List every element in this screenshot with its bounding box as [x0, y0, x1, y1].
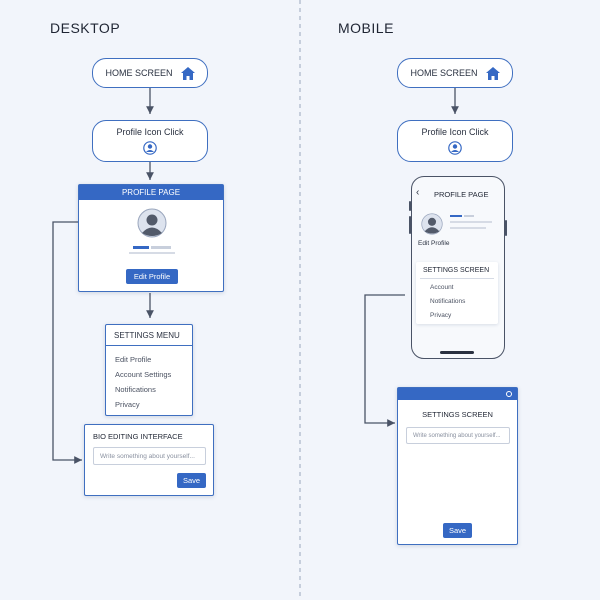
desktop-bio-editing-card: BIO EDITING INTERFACE Write something ab… — [84, 424, 214, 496]
mobile-home-screen-node[interactable]: HOME SCREEN — [397, 58, 513, 88]
name-line-secondary — [151, 246, 171, 249]
phone-profile-title: PROFILE PAGE — [434, 190, 489, 199]
name-line — [133, 246, 149, 249]
user-icon — [448, 141, 462, 155]
phone-menu-item-notifications[interactable]: Notifications — [430, 298, 466, 305]
home-icon — [180, 66, 195, 80]
menu-item-privacy[interactable]: Privacy — [115, 400, 140, 409]
settings-screen-title: SETTINGS SCREEN — [422, 410, 493, 419]
mobile-settings-screen-card: SETTINGS SCREEN Write something about yo… — [397, 387, 518, 545]
phone-name-line — [450, 215, 462, 217]
phone-home-indicator — [440, 351, 474, 354]
phone-side-button — [409, 216, 411, 234]
mobile-home-label: HOME SCREEN — [410, 68, 478, 78]
close-circle-icon[interactable] — [506, 391, 512, 397]
phone-bio-line — [450, 221, 492, 223]
bio-line — [129, 252, 175, 254]
settings-menu-divider — [106, 345, 192, 346]
phone-settings-divider — [420, 278, 494, 279]
phone-settings-title: SETTINGS SCREEN — [423, 267, 490, 274]
desktop-settings-menu-card: SETTINGS MENU Edit Profile Account Setti… — [105, 324, 193, 416]
phone-side-button — [409, 201, 411, 211]
mobile-heading: MOBILE — [338, 20, 394, 36]
settings-screen-save-button[interactable]: Save — [443, 523, 472, 538]
back-chevron-icon[interactable]: ‹ — [416, 187, 420, 198]
desktop-home-screen-node[interactable]: HOME SCREEN — [92, 58, 208, 88]
profile-click-label: Profile Icon Click — [116, 127, 184, 137]
menu-item-edit-profile[interactable]: Edit Profile — [115, 355, 152, 364]
bio-editing-title: BIO EDITING INTERFACE — [93, 432, 183, 441]
desktop-profile-click-node[interactable]: Profile Icon Click — [92, 120, 208, 162]
bio-save-button[interactable]: Save — [177, 473, 206, 488]
desktop-profile-page-card: PROFILE PAGE Edit Profile — [78, 184, 224, 292]
mobile-profile-click-label: Profile Icon Click — [421, 127, 489, 137]
settings-screen-input[interactable]: Write something about yourself... — [406, 427, 510, 444]
edit-profile-button[interactable]: Edit Profile — [126, 269, 178, 284]
user-icon — [143, 141, 157, 155]
phone-name-line-secondary — [464, 215, 474, 217]
mobile-profile-click-node[interactable]: Profile Icon Click — [397, 120, 513, 162]
profile-page-title: PROFILE PAGE — [79, 185, 223, 200]
phone-menu-item-account[interactable]: Account — [430, 284, 454, 291]
menu-item-notifications[interactable]: Notifications — [115, 385, 156, 394]
desktop-heading: DESKTOP — [50, 20, 121, 36]
menu-item-account-settings[interactable]: Account Settings — [115, 370, 172, 379]
phone-avatar-icon — [421, 213, 443, 235]
phone-settings-panel: SETTINGS SCREEN Account Notifications Pr… — [416, 262, 498, 324]
phone-side-button — [505, 220, 507, 236]
settings-screen-header-bar — [398, 388, 517, 400]
home-icon — [485, 66, 500, 80]
settings-menu-title: SETTINGS MENU — [114, 331, 180, 340]
phone-bio-line — [450, 227, 486, 229]
avatar-icon — [137, 208, 167, 238]
phone-mockup: ‹ PROFILE PAGE Edit Profile SETTINGS SCR… — [411, 176, 505, 359]
bio-input[interactable]: Write something about yourself... — [93, 447, 206, 465]
arrow-profile-to-bio — [52, 221, 82, 464]
arrow-phone-to-settings — [364, 294, 405, 427]
home-label: HOME SCREEN — [105, 68, 173, 78]
phone-menu-item-privacy[interactable]: Privacy — [430, 312, 452, 319]
phone-edit-profile-label[interactable]: Edit Profile — [418, 240, 450, 247]
